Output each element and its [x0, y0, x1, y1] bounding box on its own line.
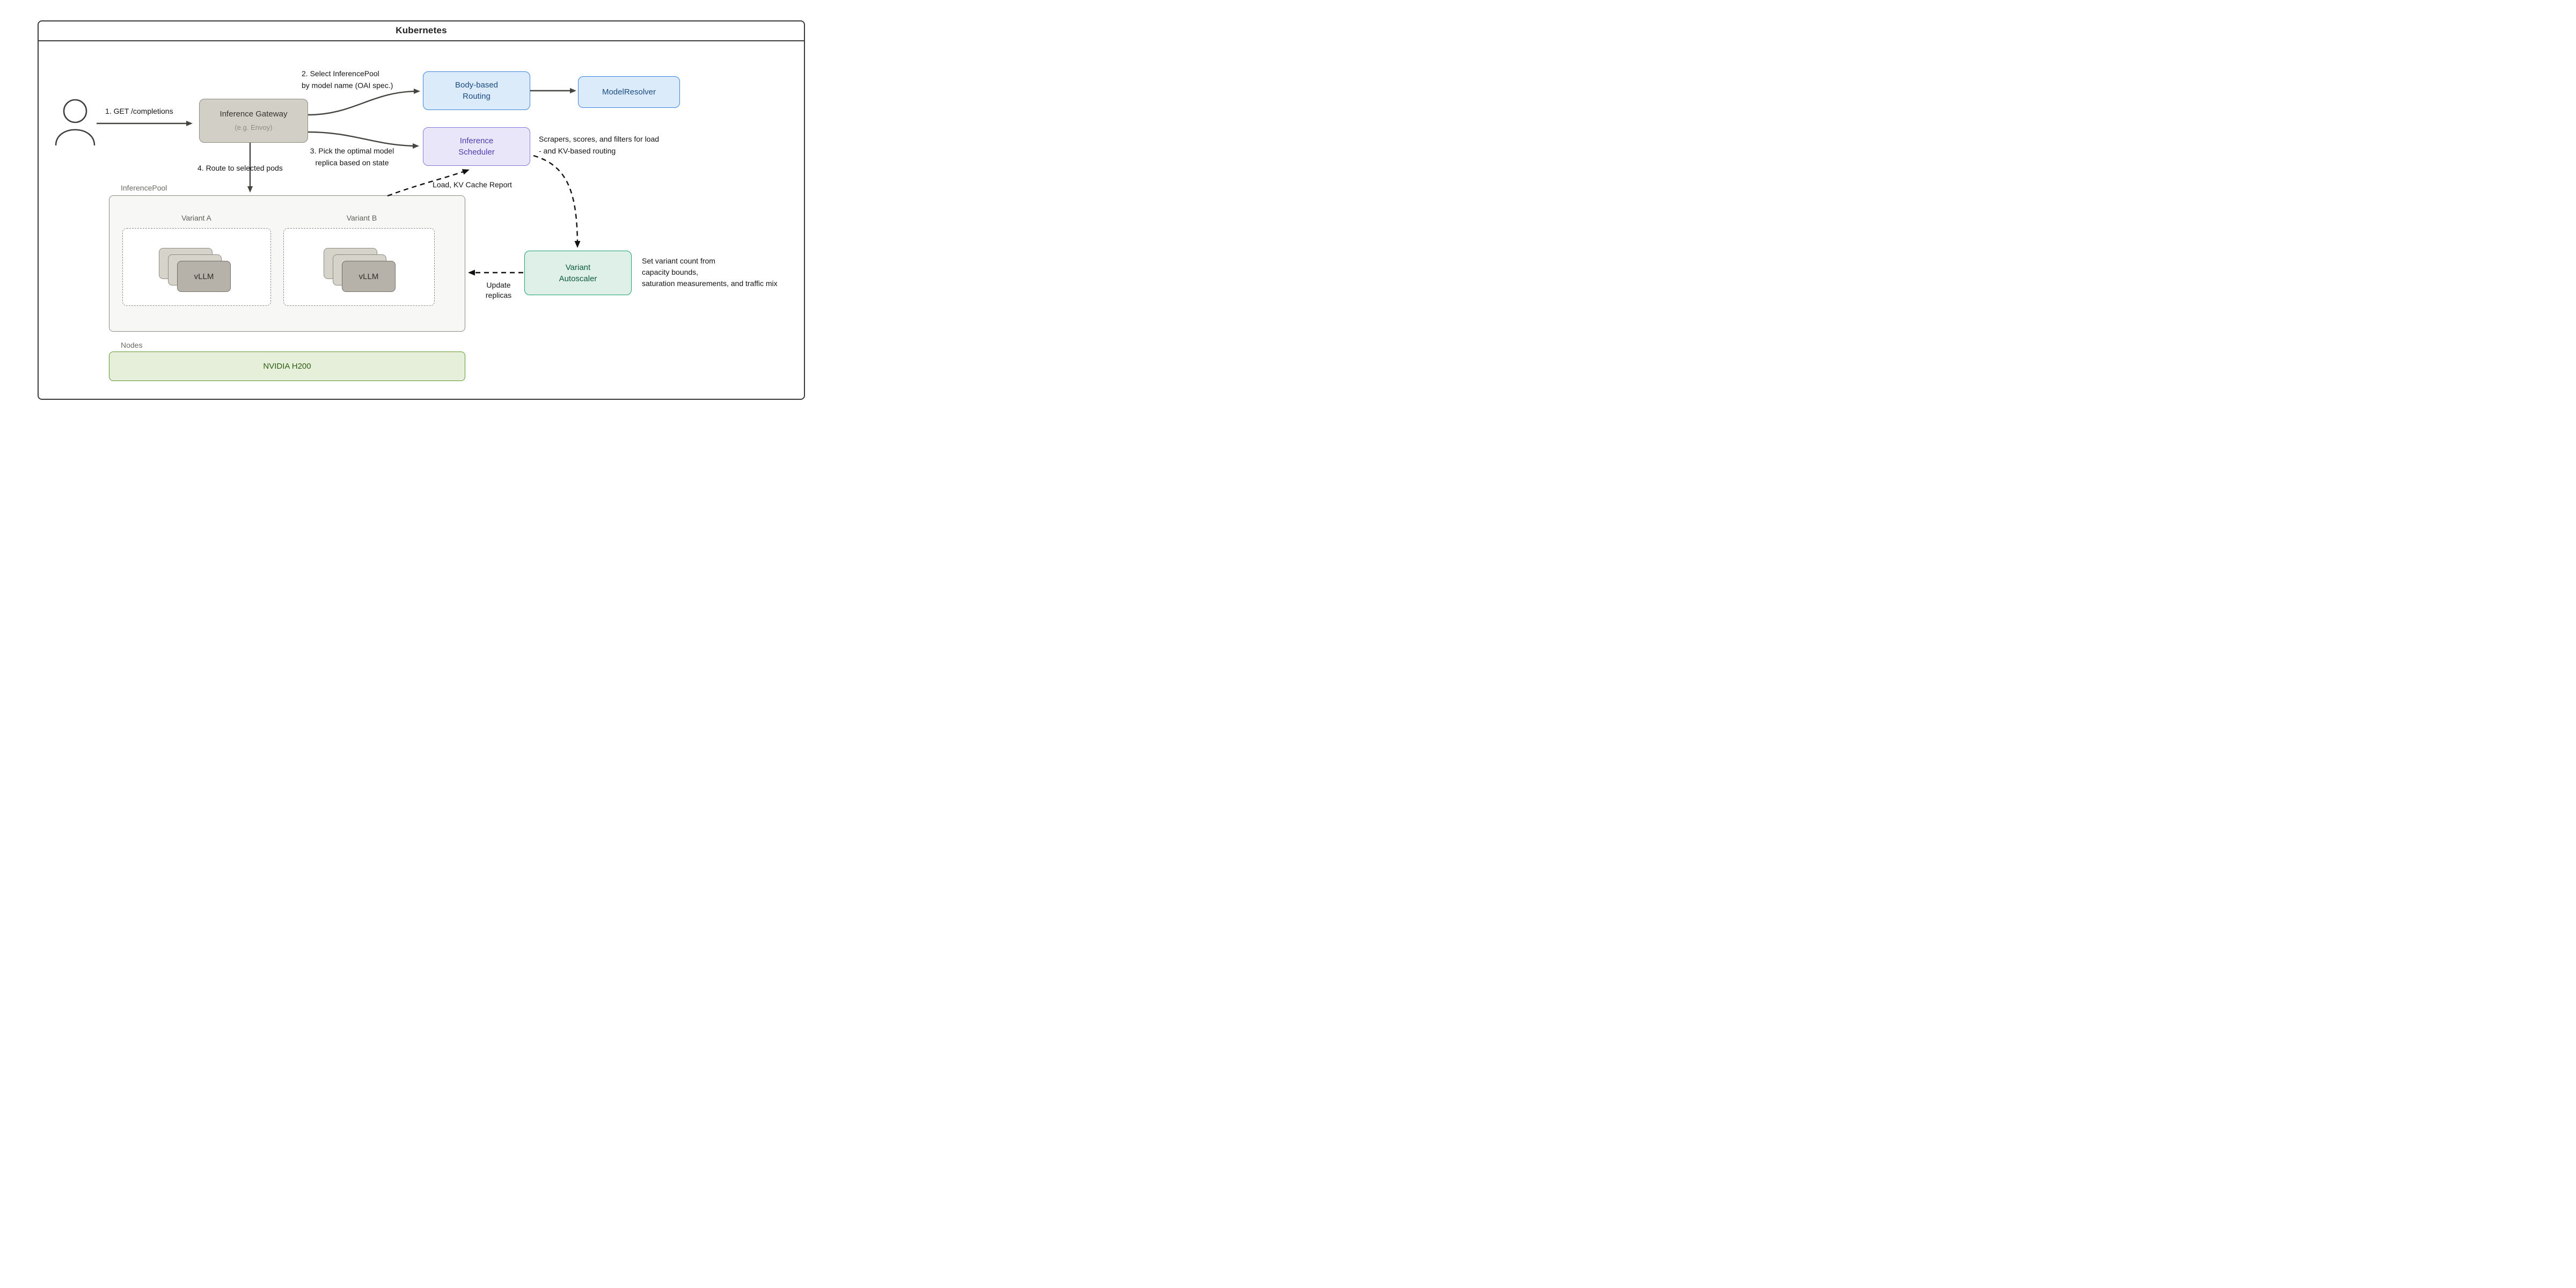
vllm-pod: vLLM [177, 261, 231, 292]
annotation-step3-line2: replica based on state [315, 158, 389, 167]
variant-autoscaler-node: Variant Autoscaler [524, 251, 632, 295]
nvidia-h200-label: NVIDIA H200 [263, 362, 311, 371]
inference-scheduler-line2: Scheduler [458, 148, 495, 157]
annotation-step1: 1. GET /completions [105, 107, 173, 115]
inference-scheduler-node: Inference Scheduler [423, 127, 530, 166]
vllm-pod-label: vLLM [194, 272, 214, 281]
inference-scheduler-line1: Inference [459, 136, 494, 145]
diagram-title: Kubernetes [396, 25, 447, 35]
variant-autoscaler-line1: Variant [565, 262, 591, 272]
annotation-step3-line1: 3. Pick the optimal model [310, 147, 394, 155]
vllm-pod: vLLM [342, 261, 396, 292]
annotation-step2: 2. Select InferencePool by model name (O… [302, 68, 393, 91]
autoscaler-note-line3: saturation measurements, and traffic mix [642, 279, 778, 288]
annotation-autoscaler-note: Set variant count from capacity bounds, … [642, 255, 778, 289]
annotation-update-replicas: Update replicas [472, 280, 525, 301]
update-replicas-line1: Update [486, 281, 511, 289]
vllm-pod-label: vLLM [358, 272, 379, 281]
nodes-label: Nodes [121, 341, 143, 349]
inference-gateway-node: Inference Gateway (e.g. Envoy) [199, 99, 308, 143]
annotation-step2-line2: by model name (OAI spec.) [302, 81, 393, 90]
update-replicas-line2: replicas [485, 291, 512, 299]
variant-autoscaler-line2: Autoscaler [559, 274, 597, 283]
inference-gateway-title: Inference Gateway [219, 109, 288, 119]
inference-gateway-subtitle: (e.g. Envoy) [235, 123, 273, 131]
variant-b-label: Variant B [346, 214, 377, 222]
autoscaler-note-line2: capacity bounds, [642, 268, 699, 276]
body-based-routing-line1: Body-based [455, 80, 499, 90]
kubernetes-boundary [38, 20, 805, 400]
kubernetes-header: Kubernetes [38, 20, 805, 41]
scheduler-note-line1: Scrapers, scores, and filters for load [539, 135, 660, 143]
kubernetes-diagram: Kubernetes InferencePool Variant A Varia… [0, 0, 841, 421]
annotation-step4: 4. Route to selected pods [197, 164, 283, 172]
body-based-routing-node: Body-based Routing [423, 71, 530, 110]
body-based-routing-line2: Routing [463, 92, 491, 101]
annotation-step2-line1: 2. Select InferencePool [302, 69, 379, 78]
variant-a-label: Variant A [181, 214, 211, 222]
model-resolver-label: ModelResolver [602, 87, 656, 97]
autoscaler-note-line1: Set variant count from [642, 257, 715, 265]
annotation-scheduler-note: Scrapers, scores, and filters for load -… [539, 133, 659, 157]
annotation-step3: 3. Pick the optimal model replica based … [298, 145, 406, 169]
scheduler-note-line2: - and KV-based routing [539, 147, 616, 155]
inference-pool-label: InferencePool [121, 184, 167, 192]
annotation-load-kv-report: Load, KV Cache Report [433, 180, 512, 189]
model-resolver-node: ModelResolver [578, 76, 680, 108]
nvidia-h200-node: NVIDIA H200 [109, 352, 465, 381]
